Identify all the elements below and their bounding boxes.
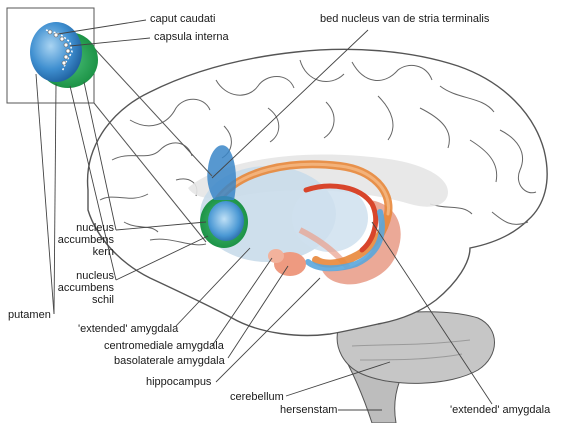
label-line: nucleus: [40, 222, 114, 234]
label-line: nucleus: [40, 270, 114, 282]
label-cerebellum: cerebellum: [230, 391, 284, 403]
label-hersenstam: hersenstam: [280, 404, 337, 416]
label-hippocampus: hippocampus: [146, 376, 211, 388]
label-line: accumbens: [40, 234, 114, 246]
label-line: schil: [40, 294, 114, 306]
label-basolaterale-amygdala: basolaterale amygdala: [114, 355, 225, 367]
label-putamen: putamen: [8, 309, 51, 321]
label-nucleus-accumbens-schil: nucleus accumbens schil: [40, 270, 114, 306]
label-line: accumbens: [40, 282, 114, 294]
label-capsula-interna: capsula interna: [154, 31, 229, 43]
label-centromediale-amygdala: centromediale amygdala: [104, 340, 224, 352]
label-line: kern: [40, 246, 114, 258]
label-extended-amygdala-right: 'extended' amygdala: [450, 404, 550, 416]
label-caput-caudati: caput caudati: [150, 13, 215, 25]
label-extended-amygdala-left: 'extended' amygdala: [78, 323, 178, 335]
label-nucleus-accumbens-kern: nucleus accumbens kern: [40, 222, 114, 258]
nucleus-accumbens-kern: [208, 201, 244, 241]
label-bed-nucleus: bed nucleus van de stria terminalis: [320, 13, 489, 25]
